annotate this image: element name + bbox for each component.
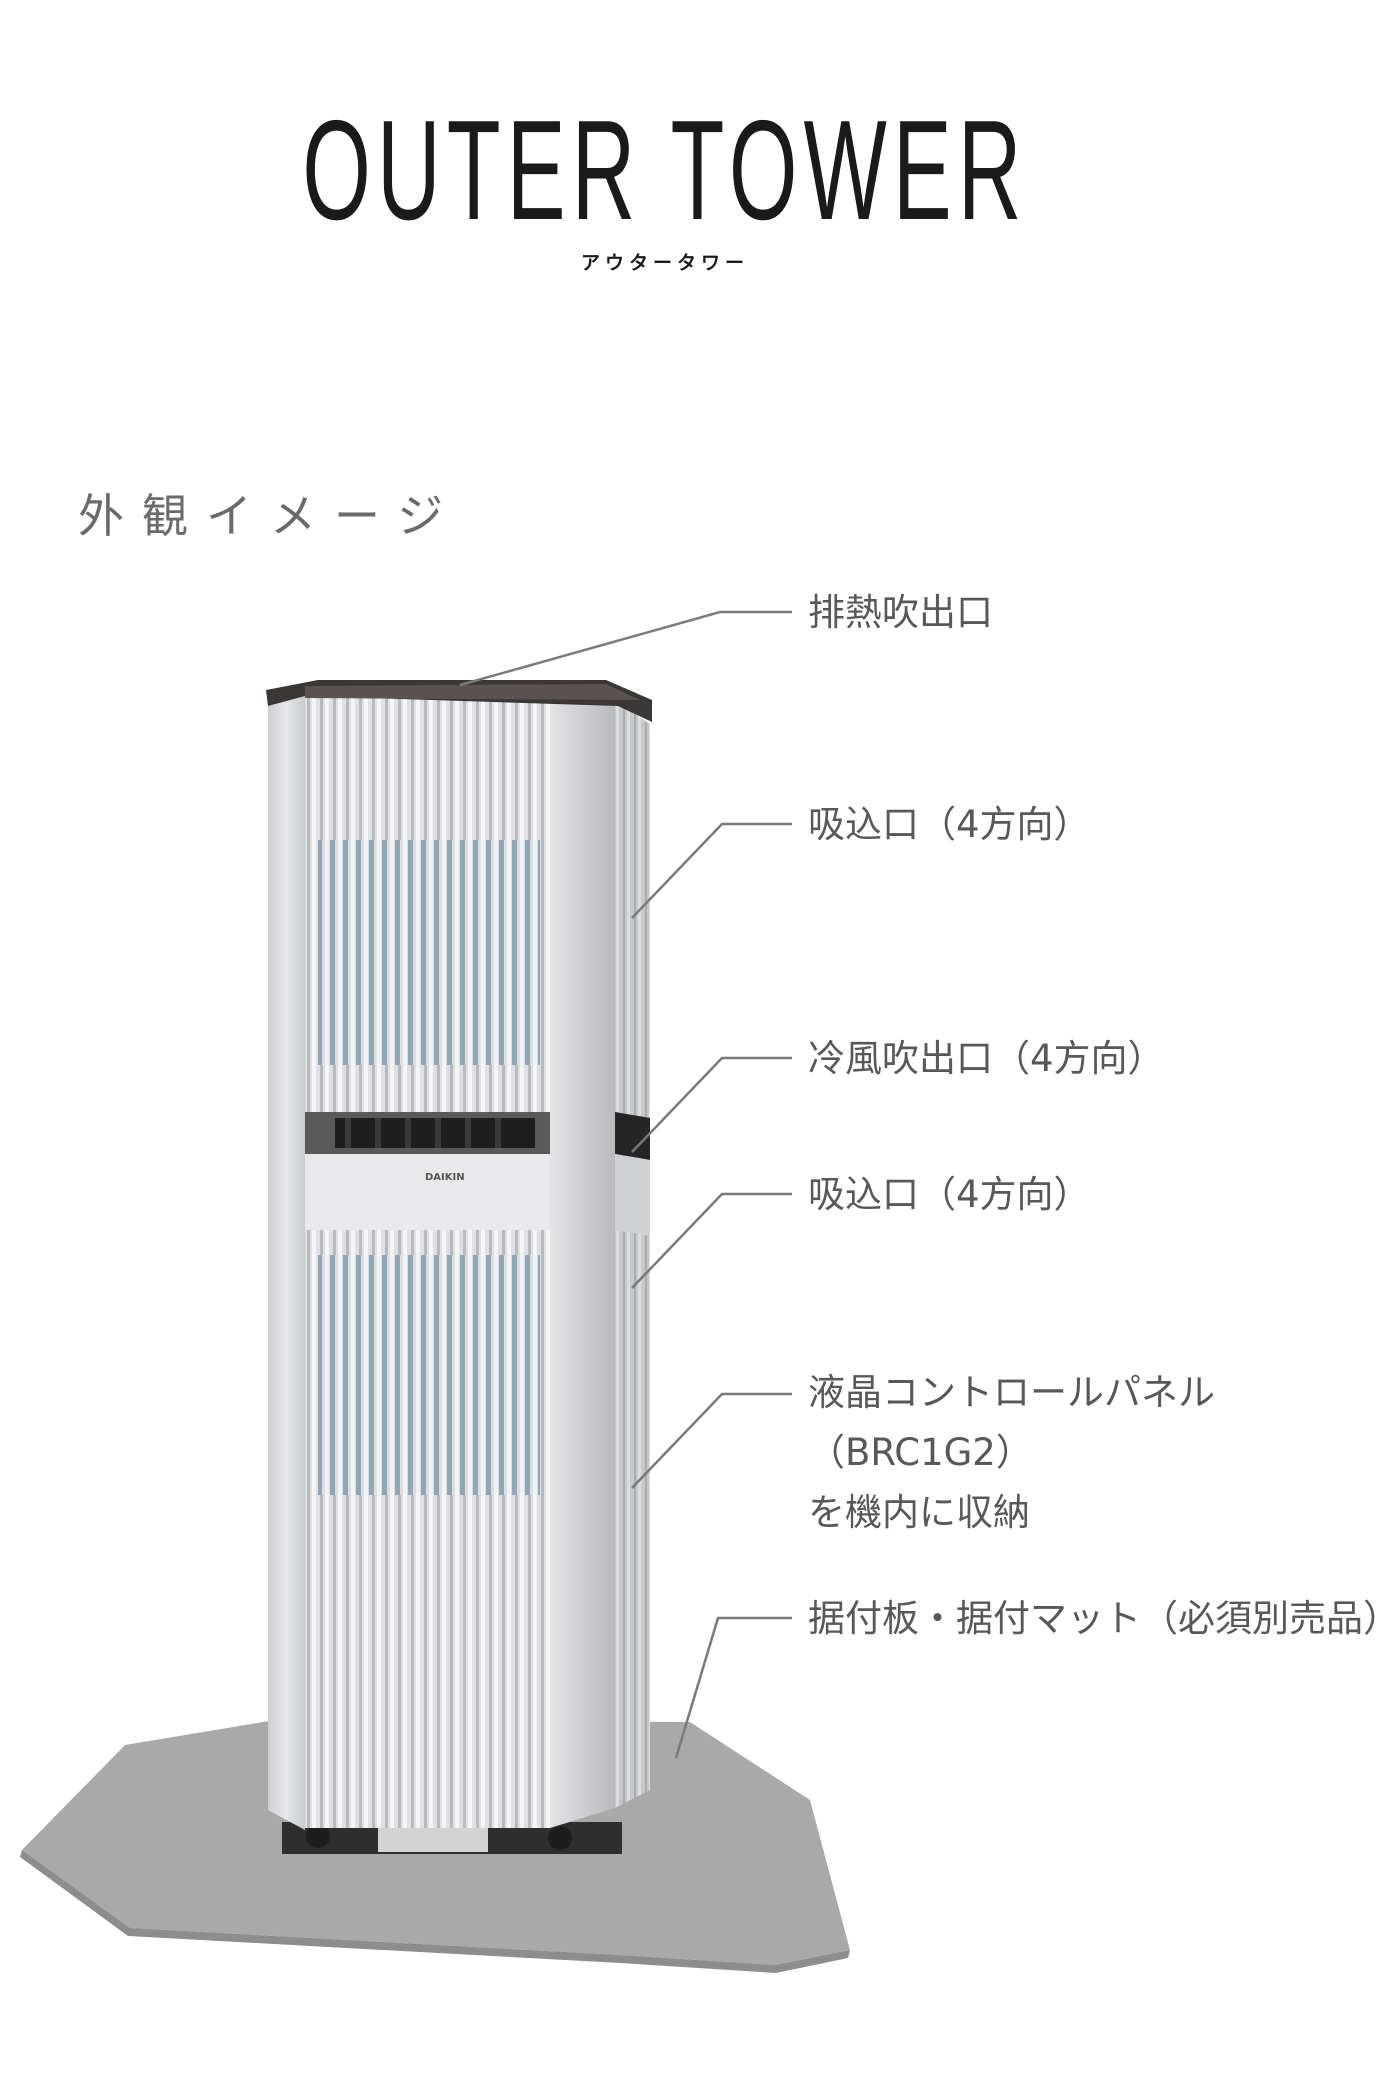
callout-cold-air-outlet: 冷風吹出口（4方向） [808,1037,1165,1080]
leader-line-intake-lower [631,1192,792,1289]
leader-line-mat [674,1616,792,1759]
callout-intake-lower: 吸込口（4方向） [808,1173,1091,1216]
page-title: OUTER TOWER [302,91,1028,250]
leader-line-cold-outlet [631,1056,792,1153]
callout-exhaust-outlet: 排熱吹出口 [808,591,993,634]
callout-intake-upper: 吸込口（4方向） [808,803,1091,846]
callout-control-panel: 液晶コントロールパネル （BRC1G2） を機内に収納 [808,1374,1215,1554]
logo-band [305,1154,550,1230]
section-heading: 外観イメージ [78,489,462,543]
leader-line-exhaust [459,610,792,687]
page-subtitle: アウタータワー [580,252,749,274]
left-corner-panel [268,690,305,1830]
callout-control-panel-line-1: 液晶コントロールパネル [808,1371,1215,1414]
callout-control-panel-line-2: （BRC1G2） [808,1431,1033,1474]
callout-installation-mat: 据付板・据付マット（必須別売品） [808,1597,1400,1640]
leader-line-intake-upper [631,822,792,919]
right-side-louver [615,700,650,1808]
callout-control-panel-line-3: を機内に収納 [808,1491,1030,1534]
brand-logo: DAIKIN [425,1172,465,1183]
leader-line-control-panel [631,1392,792,1489]
